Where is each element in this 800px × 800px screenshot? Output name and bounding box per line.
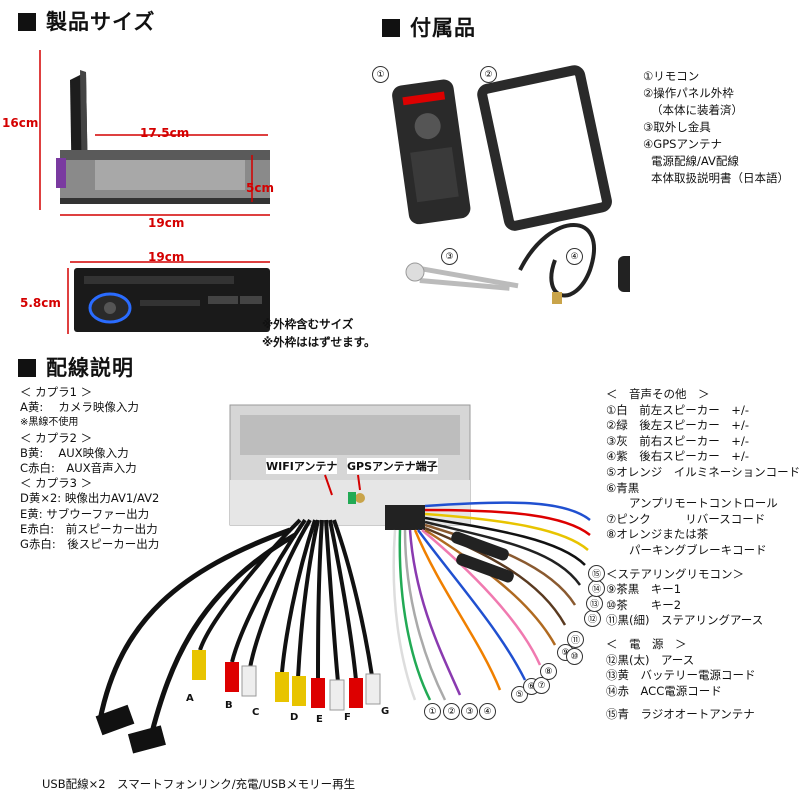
accessory-item: （本体に装着済） <box>651 103 743 117</box>
usb-footer-note: USB配線×2 スマートフォンリンク/充電/USBメモリー再生 <box>42 777 356 791</box>
wire-number-1: ① <box>424 703 441 720</box>
wiring-right-line: ⑦ピンク リバースコード <box>606 511 766 526</box>
callout-2-icon: ② <box>480 66 497 83</box>
wiring-right-line: アンプリモートコントロール <box>606 496 778 511</box>
dimension-depth-small: 5cm <box>246 181 274 195</box>
callout-3-icon: ③ <box>441 248 458 265</box>
wiring-right-line: パーキングブレーキコード <box>606 542 767 557</box>
wiring-left-line: ＜ カプラ3 ＞ <box>20 476 93 491</box>
accessories-illustration <box>392 65 630 304</box>
callout-1-icon: ① <box>372 66 389 83</box>
wiring-right-line: ⑫黒(太) アース <box>606 652 695 667</box>
accessories-list: ①リモコン ②操作パネル外枠 （本体に装着済） ③取外し金具 ④GPSアンテナ … <box>643 68 789 187</box>
wiring-right-line: ＜ステアリングリモコン＞ <box>606 566 744 581</box>
wire-number-10: ⑩ <box>566 648 583 665</box>
wiring-left-line: ＜ カプラ1 ＞ <box>20 385 93 399</box>
wire-number-2: ② <box>443 703 460 720</box>
front-view-illustration <box>67 261 270 334</box>
wire-number-15: ⑮ <box>588 565 605 582</box>
dimension-height-side: 16cm <box>2 116 39 130</box>
connector-letter-g: G <box>381 706 390 717</box>
wiring-left-line: D黄×2: 映像出力AV1/AV2 <box>20 491 160 506</box>
dimension-width-bottom: 19cm <box>148 216 185 230</box>
accessory-item: ②操作パネル外枠 <box>643 86 734 100</box>
accessory-item: ④GPSアンテナ <box>643 137 722 151</box>
wiring-right-line: ⑩茶 キー2 <box>606 597 682 612</box>
dimension-front-height: 5.8cm <box>20 296 61 310</box>
wiring-right-list: ＜ 音声その他 ＞ ①白 前左スピーカー +/- ②緑 後左スピーカー +/- … <box>606 387 800 723</box>
connector-letter-a: A <box>186 693 194 704</box>
wiring-right-line: ＜ 音声その他 ＞ <box>606 387 710 401</box>
connector-letter-c: C <box>252 707 260 718</box>
wire-number-8: ⑧ <box>540 663 557 680</box>
dimension-front-width: 19cm <box>148 250 185 264</box>
wire-number-3: ③ <box>461 703 478 720</box>
wiring-right-line <box>606 699 800 707</box>
accessories-section-title: 付属品 <box>382 12 476 42</box>
wiring-right-line: ⑪黒(細) ステアリングアース <box>606 613 764 628</box>
wire-number-4: ④ <box>479 703 496 720</box>
wiring-left-line: A黄: カメラ映像入力 <box>20 400 139 415</box>
accessory-item: ③取外し金具 <box>643 120 711 134</box>
wiring-left-line: G赤白: 後スピーカー出力 <box>20 537 160 552</box>
wiring-right-line <box>606 559 800 567</box>
dimension-width-top: 17.5cm <box>140 126 190 140</box>
accessory-item: 本体取扱説明書（日本語） <box>651 171 789 185</box>
callout-4-icon: ④ <box>566 248 583 265</box>
wiring-right-line: ⑧オレンジまたは茶 <box>606 527 709 542</box>
wiring-left-list: ＜ カプラ1 ＞ A黄: カメラ映像入力 ※黒線不使用 ＜ カプラ2 ＞ B黄:… <box>20 385 159 552</box>
wiring-right-line: ⑭赤 ACC電源コード <box>606 683 722 698</box>
size-section-title: 製品サイズ <box>18 6 155 36</box>
wire-number-13: ⑬ <box>586 595 603 612</box>
wiring-left-line: E赤白: 前スピーカー出力 <box>20 521 158 536</box>
connector-letter-b: B <box>225 700 233 711</box>
wire-number-12: ⑫ <box>584 610 601 627</box>
wiring-left-line: B黄: AUX映像入力 <box>20 445 129 460</box>
connector-letter-e: E <box>316 714 323 725</box>
wiring-right-line: ＜ 電 源 ＞ <box>606 636 687 651</box>
size-note-2: ※外枠ははずせます。 <box>262 335 376 349</box>
wiring-right-line: ④紫 後右スピーカー +/- <box>606 449 749 464</box>
wiring-right-line: ③灰 前右スピーカー +/- <box>606 433 749 448</box>
wiring-right-line: ⑤オレンジ イルミネーションコード <box>606 464 800 479</box>
wiring-right-line <box>606 629 800 637</box>
wiring-right-line: ⑨茶黒 キー1 <box>606 582 682 597</box>
wiring-right-line: ①白 前左スピーカー +/- <box>606 402 749 417</box>
wiring-right-line: ⑬黄 バッテリー電源コード <box>606 668 756 683</box>
side-view-illustration <box>39 50 270 216</box>
wiring-left-line: E黄: サブウーファー出力 <box>20 506 150 521</box>
wiring-section-title: 配線説明 <box>18 352 134 382</box>
wifi-antenna-label: WIFIアンテナ <box>266 458 338 474</box>
wiring-left-line: C赤白: AUX音声入力 <box>20 461 137 476</box>
wiring-right-line: ⑮青 ラジオオートアンテナ <box>606 707 755 722</box>
accessory-item: 電源配線/AV配線 <box>651 154 739 168</box>
wire-number-11: ⑪ <box>567 631 584 648</box>
wire-number-14: ⑭ <box>588 580 605 597</box>
wiring-harness-illustration <box>95 404 591 754</box>
wiring-right-line: ②緑 後左スピーカー +/- <box>606 418 749 433</box>
gps-antenna-label: GPSアンテナ端子 <box>347 458 438 474</box>
accessory-item: ①リモコン <box>643 69 700 83</box>
wiring-left-line: ＜ カプラ2 ＞ <box>20 430 93 445</box>
wiring-right-line: ⑥青黒 <box>606 480 640 495</box>
wiring-left-line: ※黒線不使用 <box>20 417 79 429</box>
connector-letter-f: F <box>344 712 351 723</box>
size-note-1: ※外枠含むサイズ <box>262 317 354 331</box>
connector-letter-d: D <box>290 712 299 723</box>
